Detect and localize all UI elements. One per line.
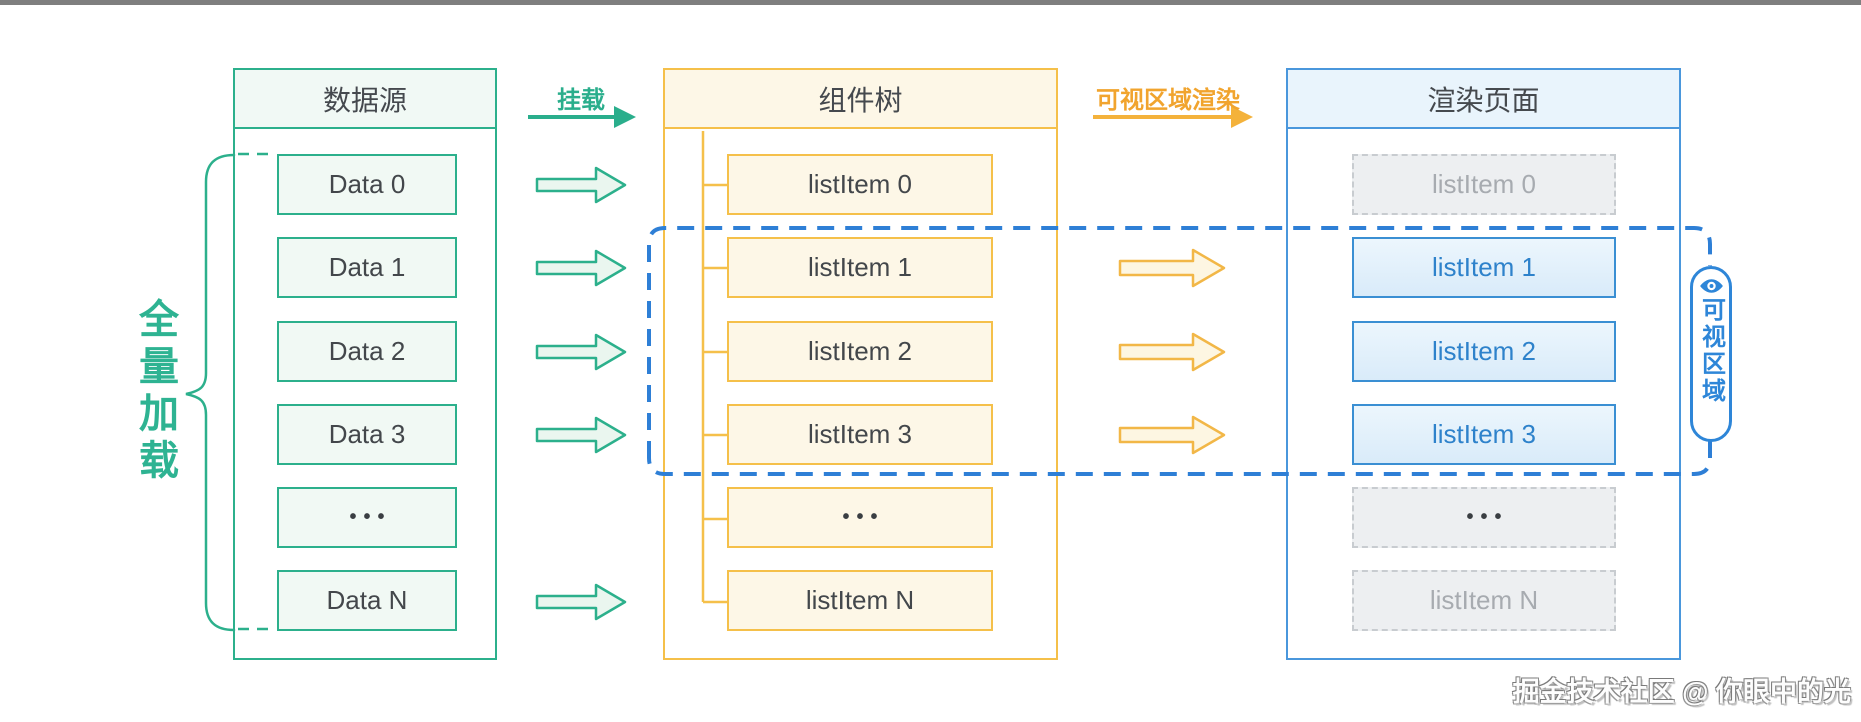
component-tree-column-title: 组件树 bbox=[665, 70, 1056, 129]
tree-item-0: listItem 0 bbox=[727, 154, 993, 215]
viewport-badge-label: 可视区域 bbox=[1697, 297, 1725, 405]
render-item-n: listItem N bbox=[1352, 570, 1616, 631]
top-gray-bar bbox=[0, 0, 1861, 5]
render-item-2: listItem 2 bbox=[1352, 321, 1616, 382]
green-flow-arrows bbox=[535, 166, 627, 621]
tree-item-ellipsis: ••• bbox=[727, 487, 993, 548]
data-box-ellipsis: ••• bbox=[277, 487, 457, 548]
viewport-badge: 可视区域 bbox=[1690, 266, 1732, 442]
data-box-0: Data 0 bbox=[277, 154, 457, 215]
render-item-0: listItem 0 bbox=[1352, 154, 1616, 215]
mount-label: 挂载 bbox=[557, 87, 605, 114]
datasource-column-title: 数据源 bbox=[235, 70, 495, 129]
render-page-column-title: 渲染页面 bbox=[1288, 70, 1679, 129]
data-box-1: Data 1 bbox=[277, 237, 457, 298]
viewport-render-label: 可视区域渲染 bbox=[1096, 87, 1240, 114]
watermark: 掘金技术社区 @ 你眼中的光 bbox=[1512, 677, 1851, 707]
full-load-label: 全量加载 bbox=[133, 298, 177, 486]
tree-item-3: listItem 3 bbox=[727, 404, 993, 465]
eye-icon bbox=[1699, 279, 1723, 293]
yellow-flow-arrows bbox=[1118, 248, 1226, 455]
data-box-3: Data 3 bbox=[277, 404, 457, 465]
render-item-3: listItem 3 bbox=[1352, 404, 1616, 465]
data-box-2: Data 2 bbox=[277, 321, 457, 382]
render-item-1: listItem 1 bbox=[1352, 237, 1616, 298]
render-item-ellipsis: ••• bbox=[1352, 487, 1616, 548]
data-box-n: Data N bbox=[277, 570, 457, 631]
tree-item-1: listItem 1 bbox=[727, 237, 993, 298]
tree-item-2: listItem 2 bbox=[727, 321, 993, 382]
tree-item-n: listItem N bbox=[727, 570, 993, 631]
